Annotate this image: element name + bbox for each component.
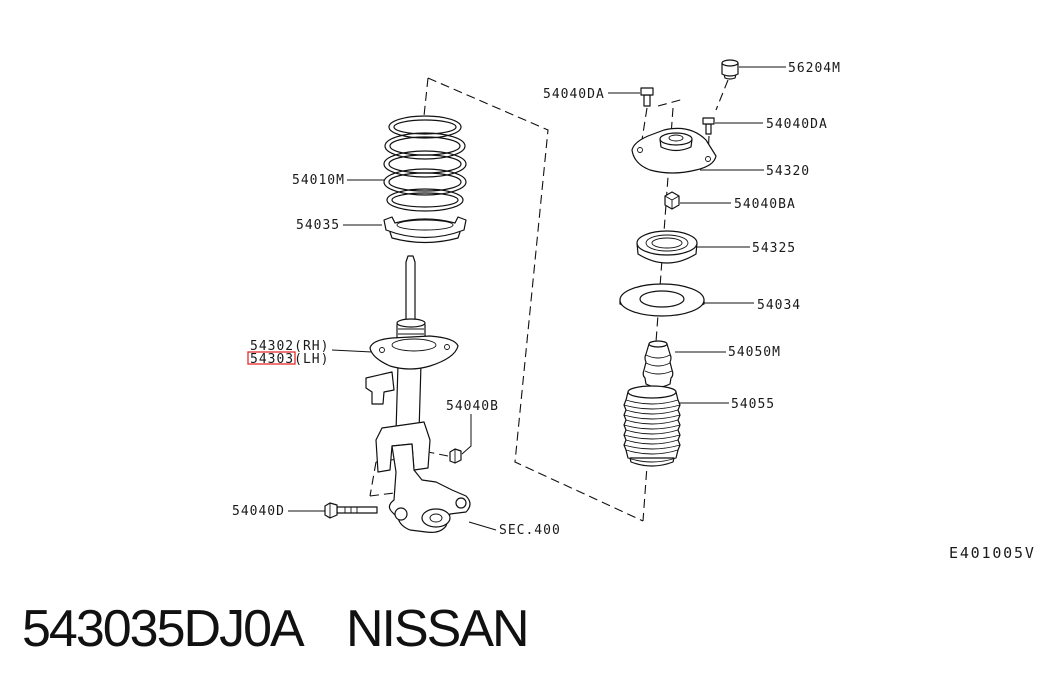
label-upper-seat: 54034 xyxy=(757,298,801,313)
label-mount-nut: 54040BA xyxy=(734,197,796,212)
highlight-box xyxy=(247,351,296,365)
knuckle-nut xyxy=(449,448,462,464)
label-strut-lh-side: (LH) xyxy=(294,352,329,367)
label-bearing: 54325 xyxy=(752,241,796,256)
piston-rod xyxy=(405,255,416,323)
mount-bolt-right xyxy=(702,117,715,135)
label-section-ref: SEC.400 xyxy=(499,523,561,538)
assembly-frame-line xyxy=(427,77,644,522)
label-mount-bolt-right: 54040DA xyxy=(766,117,828,132)
label-bump-cap: 56204M xyxy=(788,61,841,76)
mount-dash-a xyxy=(657,98,685,107)
stabilizer-bracket xyxy=(365,371,395,405)
ball-joint xyxy=(394,507,408,521)
strut-assembly xyxy=(365,255,459,473)
leader-lines xyxy=(288,66,786,531)
strut-bearing xyxy=(636,230,698,264)
label-coil-spring: 54010M xyxy=(292,173,345,188)
figure-code: E401005V xyxy=(949,544,1036,562)
nut-axis xyxy=(427,451,449,457)
dust-boot xyxy=(623,385,681,467)
label-bump-stopper: 54050M xyxy=(728,345,781,360)
knuckle-dash-side xyxy=(369,461,377,497)
mount-bolt-left xyxy=(640,87,654,107)
strut-tube xyxy=(395,363,422,433)
label-dust-boot: 54055 xyxy=(731,397,775,412)
strut-spring-seat-plate xyxy=(369,335,459,370)
knuckle-bolt xyxy=(324,502,378,519)
label-knuckle-bolt: 54040D xyxy=(232,504,285,519)
spring-seat-insulator xyxy=(383,216,467,244)
part-labels: 56204M 54040DA 54040DA 54320 54040BA 543… xyxy=(232,61,1036,562)
caption-part-number: 543035DJ0A xyxy=(22,600,305,658)
caption-brand: NISSAN xyxy=(346,600,530,658)
label-lower-seat: 54035 xyxy=(296,218,340,233)
knuckle-dash-lower xyxy=(369,489,419,497)
label-strut-mount: 54320 xyxy=(766,164,810,179)
bump-stopper xyxy=(642,340,674,388)
strut-mount xyxy=(631,127,717,174)
steering-knuckle xyxy=(388,443,471,533)
label-strut-rh: 54302(RH) xyxy=(250,339,329,354)
label-mount-bolt-left: 54040DA xyxy=(543,87,605,102)
strut-top-line xyxy=(423,77,429,117)
strut-exploded-diagram: 56204M 54040DA 54040DA 54320 54040BA 543… xyxy=(232,59,1036,562)
label-strut-lh-code: 54303 xyxy=(250,352,294,367)
hub-bore xyxy=(421,508,451,528)
bump-cap xyxy=(721,59,739,80)
tie-rod-mount xyxy=(455,497,467,509)
upper-spring-seat xyxy=(619,283,705,317)
mount-nut xyxy=(664,191,680,210)
label-strut-lh: 54303(LH) xyxy=(250,352,329,367)
coil-spring xyxy=(383,115,467,212)
cap-axis xyxy=(715,79,729,111)
label-knuckle-nut: 54040B xyxy=(446,399,499,414)
